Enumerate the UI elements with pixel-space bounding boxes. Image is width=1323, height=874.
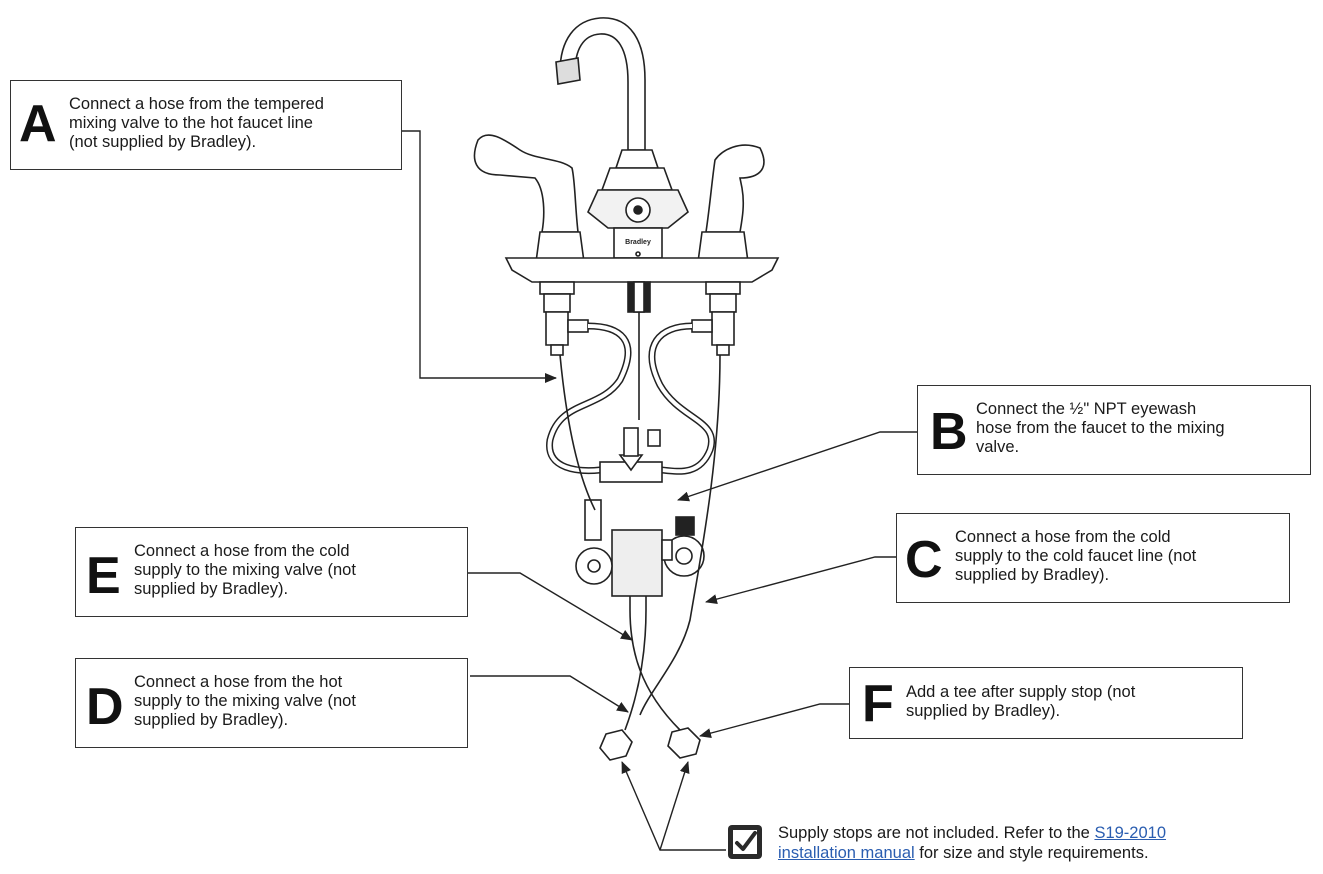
callout-letter-b: B <box>930 403 968 461</box>
leader-note <box>621 761 726 851</box>
callout-a: A Connect a hose from the tempered mixin… <box>10 80 402 170</box>
spout <box>559 17 646 151</box>
leader-f <box>699 703 850 738</box>
aerator <box>555 57 581 85</box>
leader-d <box>470 675 629 713</box>
leader-a <box>400 130 557 383</box>
faucet-drawing: Bradley <box>473 17 780 761</box>
callout-text-c: Connect a hose from the cold supply to t… <box>955 528 1197 584</box>
callout-e: E Connect a hose from the cold supply to… <box>75 527 468 617</box>
callout-letter-f: F <box>862 675 894 733</box>
leader-c <box>705 556 896 605</box>
callout-d: D Connect a hose from the hot supply to … <box>75 658 468 748</box>
deck-plate <box>504 257 780 283</box>
callout-text-a: Connect a hose from the tempered mixing … <box>69 95 324 151</box>
callout-letter-a: A <box>19 95 57 153</box>
callout-letter-d: D <box>86 678 124 736</box>
callout-text-d: Connect a hose from the hot supply to th… <box>134 673 356 729</box>
callout-text-e: Connect a hose from the cold supply to t… <box>134 542 356 598</box>
leader-b <box>677 431 918 502</box>
checkmark-icon <box>728 825 762 859</box>
right-handle <box>705 144 765 233</box>
link-installation-manual[interactable]: installation manual <box>778 844 915 862</box>
left-handle <box>473 134 579 233</box>
faucet-brand-label: Bradley <box>625 239 651 246</box>
callout-b: B Connect the ½" NPT eyewash hose from t… <box>917 385 1311 475</box>
supply-stop-left <box>599 729 633 761</box>
link-s19-2010[interactable]: S19-2010 <box>1094 824 1167 842</box>
callout-f: F Add a tee after supply stop (not suppl… <box>849 667 1243 739</box>
note-text: Supply stops are not included. Refer to … <box>778 823 1298 863</box>
leader-e <box>467 572 633 641</box>
leader-lines <box>400 130 918 851</box>
note-text-before: Supply stops are not included. Refer to … <box>778 824 1095 842</box>
callout-letter-c: C <box>905 531 943 589</box>
callout-text-b: Connect the ½" NPT eyewash hose from the… <box>976 400 1225 456</box>
supply-stop-right <box>667 727 701 759</box>
note-text-after: for size and style requirements. <box>914 844 1149 862</box>
callout-text-f: Add a tee after supply stop (not supplie… <box>906 683 1136 720</box>
mixing-valve <box>611 529 663 597</box>
callout-c: C Connect a hose from the cold supply to… <box>896 513 1290 603</box>
callout-letter-e: E <box>86 547 121 605</box>
